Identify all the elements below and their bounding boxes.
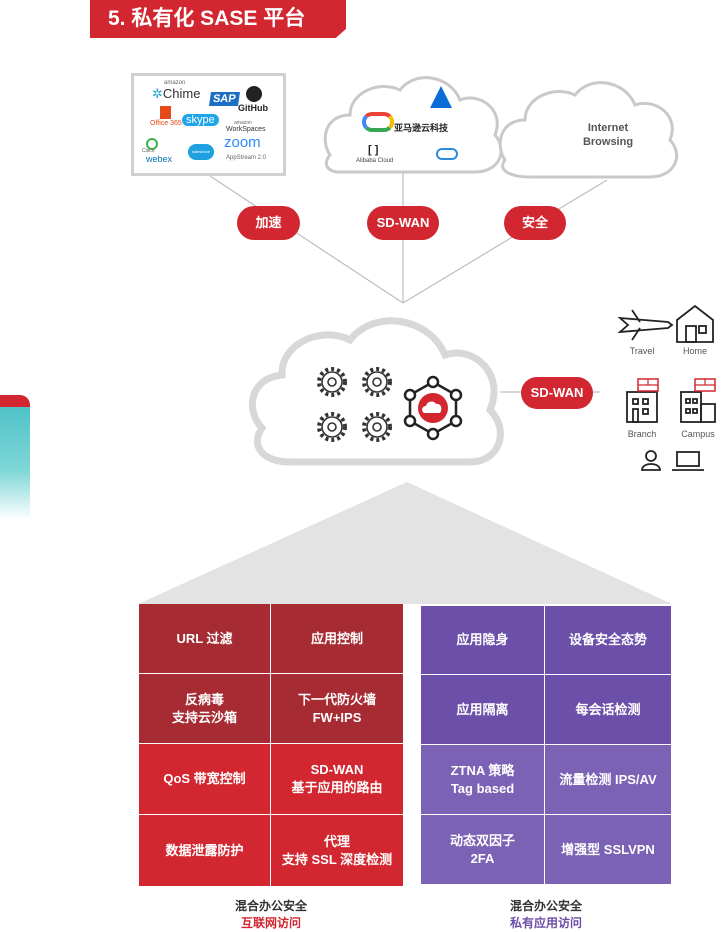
grid-cell: 反病毒 支持云沙箱 — [139, 674, 271, 744]
network-hub-icon — [403, 375, 463, 441]
internet-access-grid: URL 过滤 应用控制 反病毒 支持云沙箱 下一代防火墙 FW+IPS QoS … — [139, 604, 403, 886]
grid-cell: 应用控制 — [271, 604, 403, 674]
grid-cell: 动态双因子 2FA — [421, 815, 545, 884]
grid-cell: 应用隔离 — [421, 675, 545, 745]
github-label: GitHub — [238, 103, 268, 113]
azure-icon — [430, 86, 452, 108]
grid-cell: SD-WAN 基于应用的路由 — [271, 744, 403, 815]
grid-cell: 下一代防火墙 FW+IPS — [271, 674, 403, 744]
accelerate-pill: 加速 — [237, 206, 300, 240]
grid-cell: 每会话检测 — [545, 675, 671, 745]
chime-label: Chime — [162, 86, 201, 101]
workspaces-small-label: amazon — [234, 120, 252, 126]
grid-cell: 流量检测 IPS/AV — [545, 745, 671, 815]
office-icon — [160, 106, 171, 119]
salesforce-logo: salesforce — [188, 144, 214, 160]
alibaba-label: Alibaba Cloud — [356, 158, 394, 164]
grid-cell: 设备安全态势 — [545, 606, 671, 675]
page-title: 5. 私有化 SASE 平台 — [90, 0, 346, 38]
chime-icon: ✲ — [152, 86, 163, 101]
internet-label-line1: Internet — [587, 122, 629, 134]
chime-logo: ✲Chime — [152, 86, 200, 102]
footer-internet-access: 混合办公安全 互联网访问 — [191, 898, 351, 932]
sdwan-top-pill: SD-WAN — [367, 206, 439, 240]
grid-cell: QoS 带宽控制 — [139, 744, 271, 815]
webex-label: webex — [146, 154, 173, 164]
office-label: Office 365 — [150, 120, 182, 127]
cloud-internet-browsing — [498, 81, 679, 179]
side-accent-bar — [0, 395, 30, 520]
grid-cell: URL 过滤 — [139, 604, 271, 674]
chime-small-label: amazon — [164, 80, 186, 86]
workspaces-label: WorkSpaces — [226, 126, 266, 133]
webex-small-label: Cisco — [142, 148, 155, 154]
aws-cn-label: 亚马逊云科技 — [394, 123, 449, 133]
grid-cell: ZTNA 策略 Tag based — [421, 745, 545, 815]
firewall-icons — [637, 378, 716, 392]
footer-private-access: 混合办公安全 私有应用访问 — [466, 898, 626, 932]
footer-left-line1: 混合办公安全 — [234, 899, 307, 913]
private-access-grid: 应用隐身 设备安全态势 应用隔离 每会话检测 ZTNA 策略 Tag based… — [421, 606, 671, 884]
skype-logo: skype — [182, 114, 219, 126]
github-icon — [246, 86, 262, 102]
footer-right-line2: 私有应用访问 — [509, 916, 582, 930]
alibaba-icon: [ ] — [368, 144, 379, 156]
tencent-cloud-icon — [436, 148, 458, 160]
sdwan-right-pill: SD-WAN — [521, 377, 593, 409]
home-label: Home — [682, 346, 707, 356]
internet-label-line2: Browsing — [582, 136, 634, 148]
security-pill: 安全 — [504, 206, 566, 240]
footer-left-line2: 互联网访问 — [240, 916, 301, 930]
grid-cell: 代理 支持 SSL 深度检测 — [271, 815, 403, 886]
campus-label: Campus — [681, 429, 715, 439]
travel-label: Travel — [629, 346, 655, 356]
google-cloud-icon — [362, 112, 394, 132]
zoom-logo: zoom — [224, 134, 261, 151]
gear-icons — [317, 367, 392, 442]
grid-cell: 数据泄露防护 — [139, 815, 271, 886]
cloud-public-providers — [323, 76, 503, 174]
sap-logo: SAP — [209, 92, 240, 106]
appstream-label: AppStream 2.0 — [226, 155, 267, 161]
internet-browsing-label: Internet Browsing — [560, 121, 656, 149]
device-icons — [617, 304, 716, 471]
grid-cell: 增强型 SSLVPN — [545, 815, 671, 884]
footer-right-line1: 混合办公安全 — [509, 899, 582, 913]
saas-apps-box: amazon ✲Chime SAP GitHub Office 365 skyp… — [131, 73, 286, 176]
grid-cell: 应用隐身 — [421, 606, 545, 675]
webex-icon — [146, 138, 158, 150]
branch-label: Branch — [627, 429, 657, 439]
pyramid-shape — [138, 482, 672, 604]
